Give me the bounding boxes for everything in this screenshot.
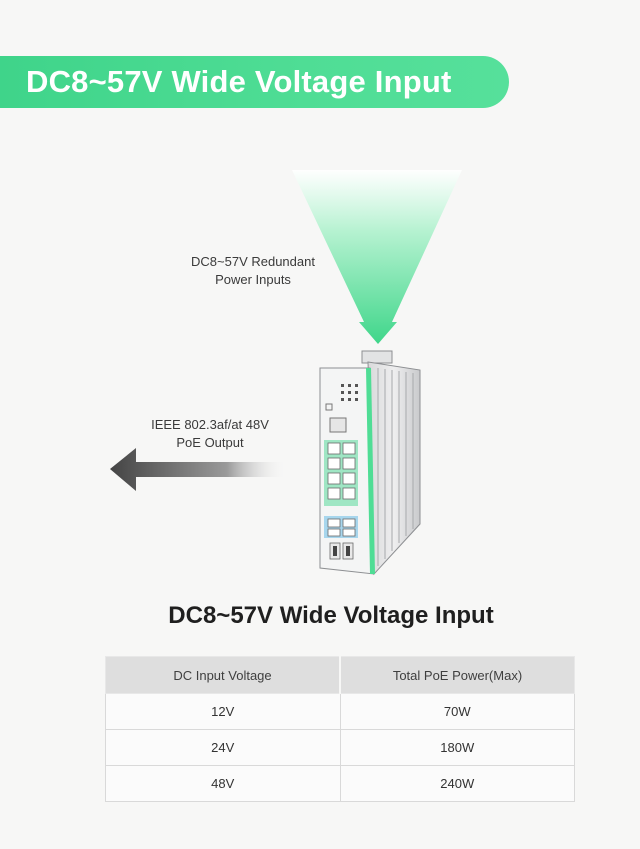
product-illustration [110,170,462,576]
poe-output-label-line2: PoE Output [176,435,244,450]
power-input-arrow-icon [292,170,462,344]
redundant-power-label-line2: Power Inputs [215,272,291,287]
cell-voltage: 24V [105,729,341,766]
header-dc-input-voltage: DC Input Voltage [105,656,341,694]
poe-output-label: IEEE 802.3af/at 48V PoE Output [130,416,290,452]
cell-voltage: 12V [105,693,341,730]
cell-power: 180W [339,729,575,766]
cell-voltage: 48V [105,765,341,802]
cell-power: 70W [339,693,575,730]
poe-output-label-line1: IEEE 802.3af/at 48V [151,417,269,432]
redundant-power-label: DC8~57V Redundant Power Inputs [168,253,338,289]
header-total-poe-power: Total PoE Power(Max) [339,656,575,694]
table-row: 48V 240W [105,765,575,802]
cell-power: 240W [339,765,575,802]
power-spec-table: DC Input Voltage Total PoE Power(Max) 12… [105,656,575,802]
table-row: 12V 70W [105,693,575,730]
section-title: DC8~57V Wide Voltage Input [168,602,494,629]
redundant-power-label-line1: DC8~57V Redundant [191,254,315,269]
poe-output-arrow-icon [110,448,290,491]
header-banner: DC8~57V Wide Voltage Input [0,56,509,108]
table-header-row: DC Input Voltage Total PoE Power(Max) [105,656,575,694]
table-row: 24V 180W [105,729,575,766]
banner-title: DC8~57V Wide Voltage Input [26,64,452,99]
switch-device [319,350,421,576]
